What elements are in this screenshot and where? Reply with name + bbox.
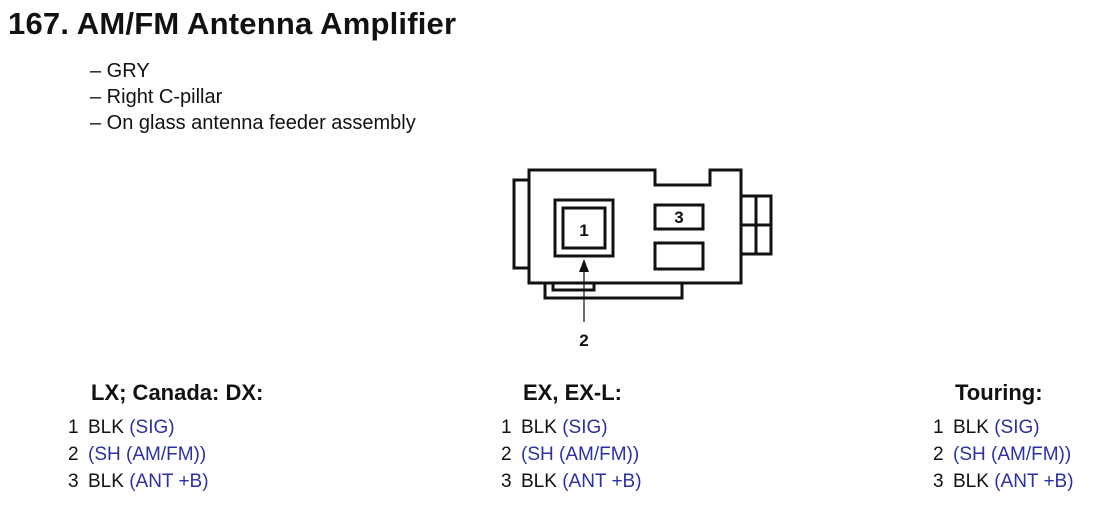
connector-housing <box>527 168 743 285</box>
wire-color: BLK <box>521 471 557 492</box>
pin-row: 1 BLK (SIG) <box>501 414 642 441</box>
pin-row: 2 (SH (AM/FM)) <box>501 441 642 468</box>
pin-row: 3 BLK (ANT +B) <box>933 468 1074 495</box>
pin-row: 2 (SH (AM/FM)) <box>933 441 1074 468</box>
wire-color: BLK <box>88 471 124 492</box>
pin-description: (ANT +B) <box>562 471 642 492</box>
column-heading-ex: EX, EX-L: <box>523 380 623 405</box>
left-latch <box>512 178 529 270</box>
wire-color: BLK <box>521 417 557 438</box>
connector-notes: – GRY – Right C-pillar – On glass antenn… <box>90 58 416 136</box>
callout-arrowhead <box>579 259 589 272</box>
wire-color: BLK <box>88 417 124 438</box>
pin-description: (ANT +B) <box>994 471 1074 492</box>
pin-description: (SH (AM/FM)) <box>521 444 640 465</box>
pin-description: (ANT +B) <box>129 471 209 492</box>
cavity-3 <box>653 203 705 231</box>
pin-description: (SIG) <box>129 417 175 438</box>
pin-number: 3 <box>68 471 79 492</box>
pin-description: (SH (AM/FM)) <box>953 444 1072 465</box>
cavity-1-label: 1 <box>579 221 588 240</box>
wire-color: BLK <box>953 417 989 438</box>
column-heading-touring: Touring: <box>955 380 1043 405</box>
wire-color: BLK <box>953 471 989 492</box>
bottom-ledge <box>543 283 684 300</box>
pin-row: 3 BLK (ANT +B) <box>501 468 642 495</box>
pin-number: 2 <box>501 444 512 465</box>
pin-row: 3 BLK (ANT +B) <box>68 468 209 495</box>
pin-number: 3 <box>501 471 512 492</box>
pin-description: (SIG) <box>994 417 1040 438</box>
cavity-1-inner <box>561 206 607 250</box>
pin-number: 1 <box>501 417 512 438</box>
cavity-3-label: 3 <box>674 208 683 227</box>
page-title: 167. AM/FM Antenna Amplifier <box>8 6 457 41</box>
pin-number: 2 <box>68 444 79 465</box>
pin-number: 2 <box>933 444 944 465</box>
cavity-1-outer <box>553 198 615 258</box>
terminal-2-label: 2 <box>579 331 588 350</box>
pin-row: 1 BLK (SIG) <box>933 414 1074 441</box>
pin-number: 3 <box>933 471 944 492</box>
note-location: – Right C-pillar <box>90 86 223 108</box>
pin-number: 1 <box>68 417 79 438</box>
note-color: – GRY <box>90 60 150 82</box>
pin-row: 1 BLK (SIG) <box>68 414 209 441</box>
note-assembly: – On glass antenna feeder assembly <box>90 112 416 134</box>
pin-description: (SIG) <box>562 417 608 438</box>
column-heading-lx: LX; Canada: DX: <box>91 380 264 405</box>
pin-description: (SH (AM/FM)) <box>88 444 207 465</box>
pin-number: 1 <box>933 417 944 438</box>
pin-row: 2 (SH (AM/FM)) <box>68 441 209 468</box>
cavity-empty <box>653 241 705 271</box>
bottom-lock <box>551 283 596 292</box>
